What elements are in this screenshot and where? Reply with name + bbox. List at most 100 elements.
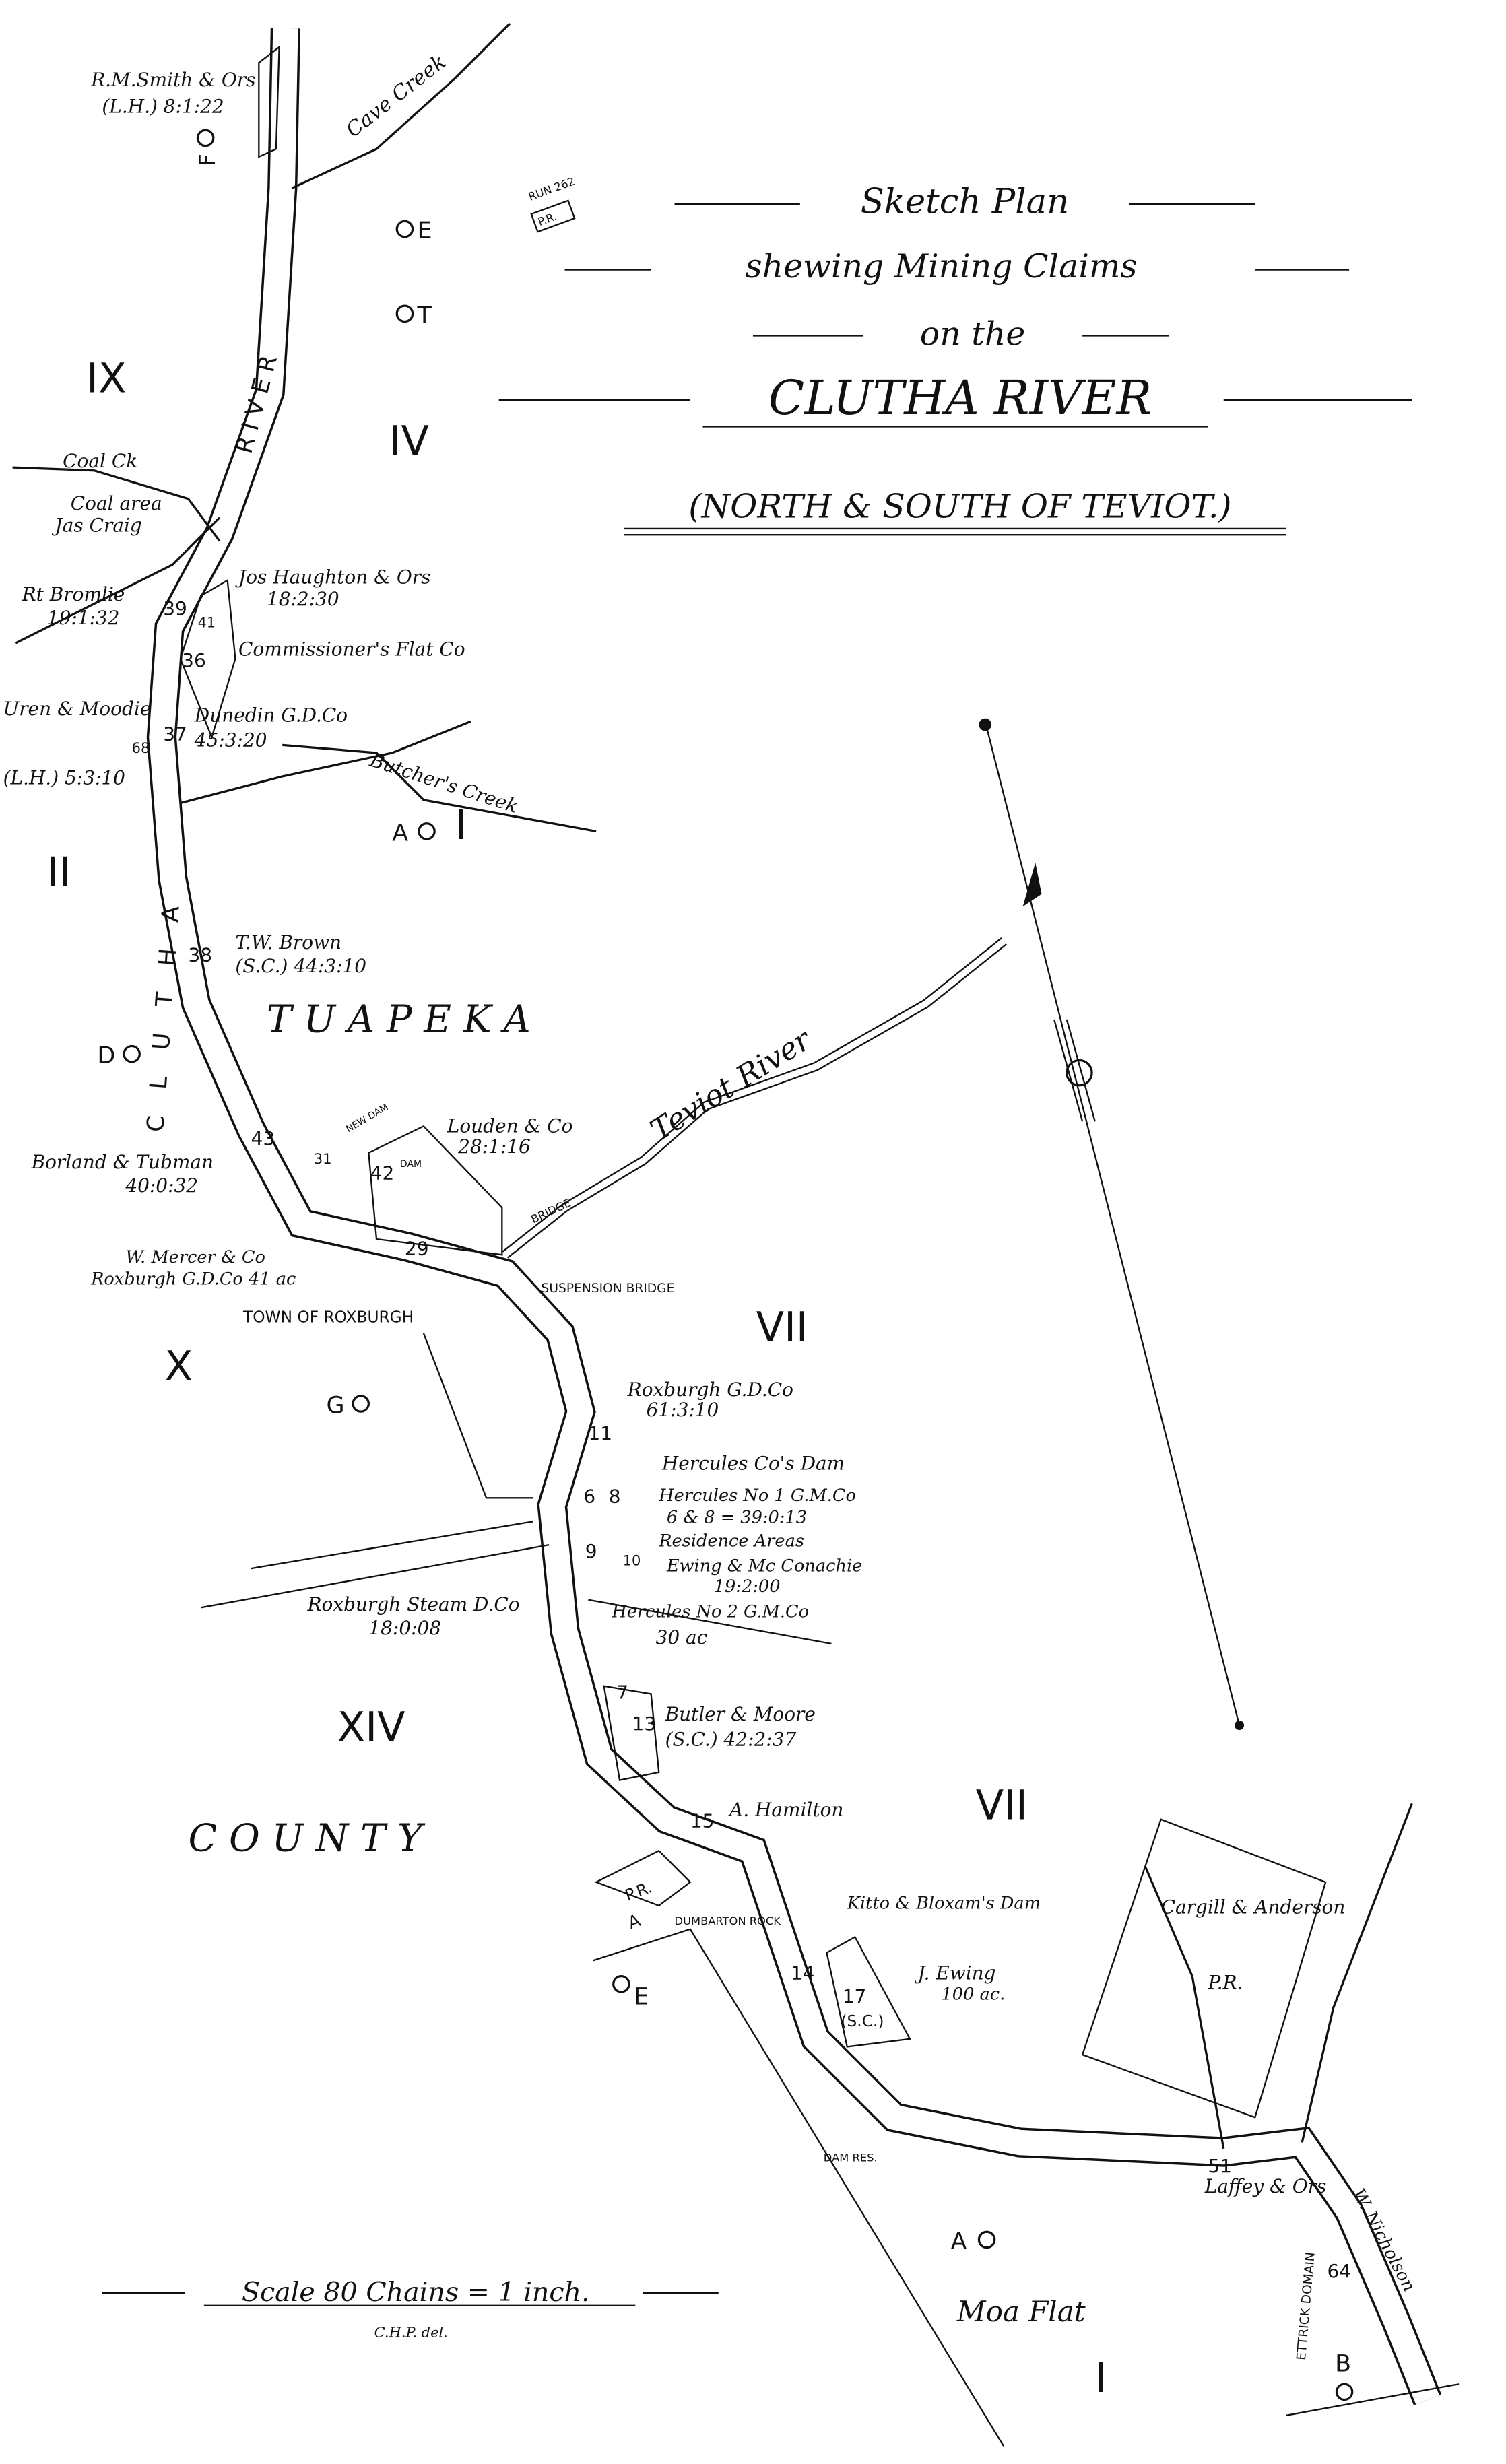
map-label: DAM [400, 1159, 422, 1170]
claim-detail: 30 ac [656, 1626, 708, 1649]
claim-name: W. Mercer & Co [125, 1247, 265, 1267]
draughtsman-credit: C.H.P. del. [374, 2324, 448, 2340]
district-label: II [47, 849, 71, 896]
trig-stations: F E T A D G E A B [97, 129, 1354, 2401]
map-label: T [417, 302, 432, 329]
coal-creek [12, 466, 221, 542]
title-line-5: (NORTH & SOUTH OF TEVIOT.) [688, 488, 1231, 526]
map-label: 68 [132, 740, 150, 756]
clutha-river [146, 28, 1442, 2405]
map-label: ETTRICK DOMAIN [1295, 2251, 1318, 2360]
map-label: 43 [251, 1127, 275, 1150]
district-label: I [455, 802, 467, 849]
claim-name: J. Ewing [915, 1962, 996, 1984]
map-label: 9 [585, 1540, 597, 1562]
district-label: X [165, 1343, 193, 1391]
claim-name: Borland & Tubman [31, 1151, 214, 1173]
title-line-3: on the [920, 314, 1026, 353]
title-line-2: shewing Mining Claims [746, 247, 1138, 286]
scale-label: Scale 80 Chains = 1 inch. [242, 2277, 590, 2308]
claim-name: A. Hamilton [727, 1799, 843, 1821]
claim-detail: 28:1:16 [457, 1135, 531, 1158]
region-county: C O U N T Y [189, 1816, 426, 1860]
claim-detail: 100 ac. [942, 1985, 1006, 2005]
map-label: 6 [583, 1485, 595, 1507]
claim-name: Rt Bromlie [22, 583, 125, 605]
map-label: 31 [314, 1151, 332, 1167]
map-label: G [326, 1393, 344, 1420]
region-tuapeka: T U A P E K A [267, 998, 531, 1042]
map-label: RUN 262 [527, 174, 577, 203]
claim-detail: 18:0:08 [368, 1617, 441, 1639]
map-label: 39 [163, 597, 187, 620]
map-label: F [195, 154, 220, 166]
claim-name: Louden & Co [447, 1115, 573, 1137]
region-moa-flat: Moa Flat [956, 2295, 1086, 2328]
district-label: IV [389, 418, 429, 465]
map-label: A [950, 2228, 967, 2255]
claim-name: Hercules No 2 G.M.Co [611, 1601, 809, 1622]
map-label: 10 [623, 1552, 641, 1568]
claim-name: Residence Areas [658, 1531, 804, 1551]
claim-name: Roxburgh G.D.Co [627, 1378, 793, 1401]
district-label: XIV [337, 1704, 405, 1751]
map-label: DUMBARTON ROCK [675, 1914, 782, 1927]
claim-name: Kitto & Bloxam's Dam [847, 1894, 1041, 1914]
map-label: A [625, 1910, 643, 1933]
teviot-river-label: Teviot River [645, 1022, 818, 1148]
map-label: 36 [182, 649, 206, 671]
claim-name: Commissioner's Flat Co [238, 638, 465, 661]
teviot-river [502, 937, 1008, 1259]
map-label: 14 [791, 1962, 815, 1984]
map-label: A [392, 820, 408, 846]
map-title: Sketch Plan shewing Mining Claims on the… [498, 182, 1412, 536]
claim-numbers: 39 41 36 37 68 38 43 31 42 29 11 6 8 9 1… [132, 597, 1351, 2282]
claim-detail: 19:2:00 [714, 1576, 781, 1597]
map-label: B [1335, 2351, 1351, 2378]
map-label: E [634, 1984, 649, 2011]
district-label: VII [756, 1304, 808, 1351]
map-label: 38 [189, 944, 213, 966]
map-label: P.R. [622, 1878, 654, 1904]
claim-name: Hercules No 1 G.M.Co [658, 1486, 856, 1506]
place-labels: RUN 262 P.R. NEW DAM DAM BRIDGE SUSPENSI… [242, 174, 1318, 2360]
claim-detail: (L.H.) 8:1:22 [102, 96, 224, 118]
claim-name: Jos Haughton & Ors [235, 566, 430, 588]
claim-detail: (S.C.) 42:2:37 [665, 1728, 797, 1750]
map-label: 42 [370, 1162, 395, 1184]
claim-detail: 19:1:32 [47, 607, 120, 629]
title-line-4: CLUTHA RIVER [768, 371, 1152, 426]
map-label: 11 [588, 1422, 612, 1444]
map-footer: Scale 80 Chains = 1 inch. C.H.P. del. [102, 2277, 719, 2340]
claim-detail: Roxburgh G.D.Co 41 ac [90, 1269, 296, 1290]
map-label: 29 [405, 1237, 429, 1259]
claim-name: Coal area [71, 492, 162, 514]
claim-name: Hercules Co's Dam [661, 1452, 845, 1474]
claim-name: Uren & Moodie [3, 698, 152, 720]
claim-name: Dunedin G.D.Co [194, 704, 348, 726]
north-arrow [979, 718, 1245, 1730]
map-label: D [97, 1042, 115, 1069]
claim-name: R.M.Smith & Ors [90, 69, 255, 91]
claim-labels: R.M.Smith & Ors(L.H.) 8:1:22 Coal areaJa… [3, 69, 1419, 2295]
claim-name: Butler & Moore [665, 1703, 816, 1725]
claim-detail: 40:0:32 [125, 1174, 198, 1197]
coal-ck-label: Coal Ck [63, 450, 137, 472]
claim-detail: 6 & 8 = 39:0:13 [667, 1508, 807, 1528]
claim-name: Cargill & Anderson [1161, 1896, 1346, 1918]
title-line-1: Sketch Plan [861, 182, 1069, 222]
map-label: NEW DAM [344, 1102, 390, 1135]
claim-detail: (L.H.) 5:3:10 [3, 767, 125, 789]
map-label: DAM RES. [824, 2151, 878, 2164]
claim-detail: 45:3:20 [194, 729, 267, 752]
map-label: 51 [1208, 2155, 1232, 2177]
map-label: 37 [163, 723, 187, 745]
claim-detail: P.R. [1207, 1971, 1243, 1993]
map-label: TOWN OF ROXBURGH [242, 1308, 414, 1326]
claim-detail: (S.C.) 44:3:10 [235, 955, 366, 977]
river-label-clutha: C L U T H A [142, 896, 185, 1133]
map-label: (S.C.) [841, 2012, 884, 2030]
butchers-creek [180, 720, 597, 833]
map-label: 17 [843, 1985, 867, 2007]
